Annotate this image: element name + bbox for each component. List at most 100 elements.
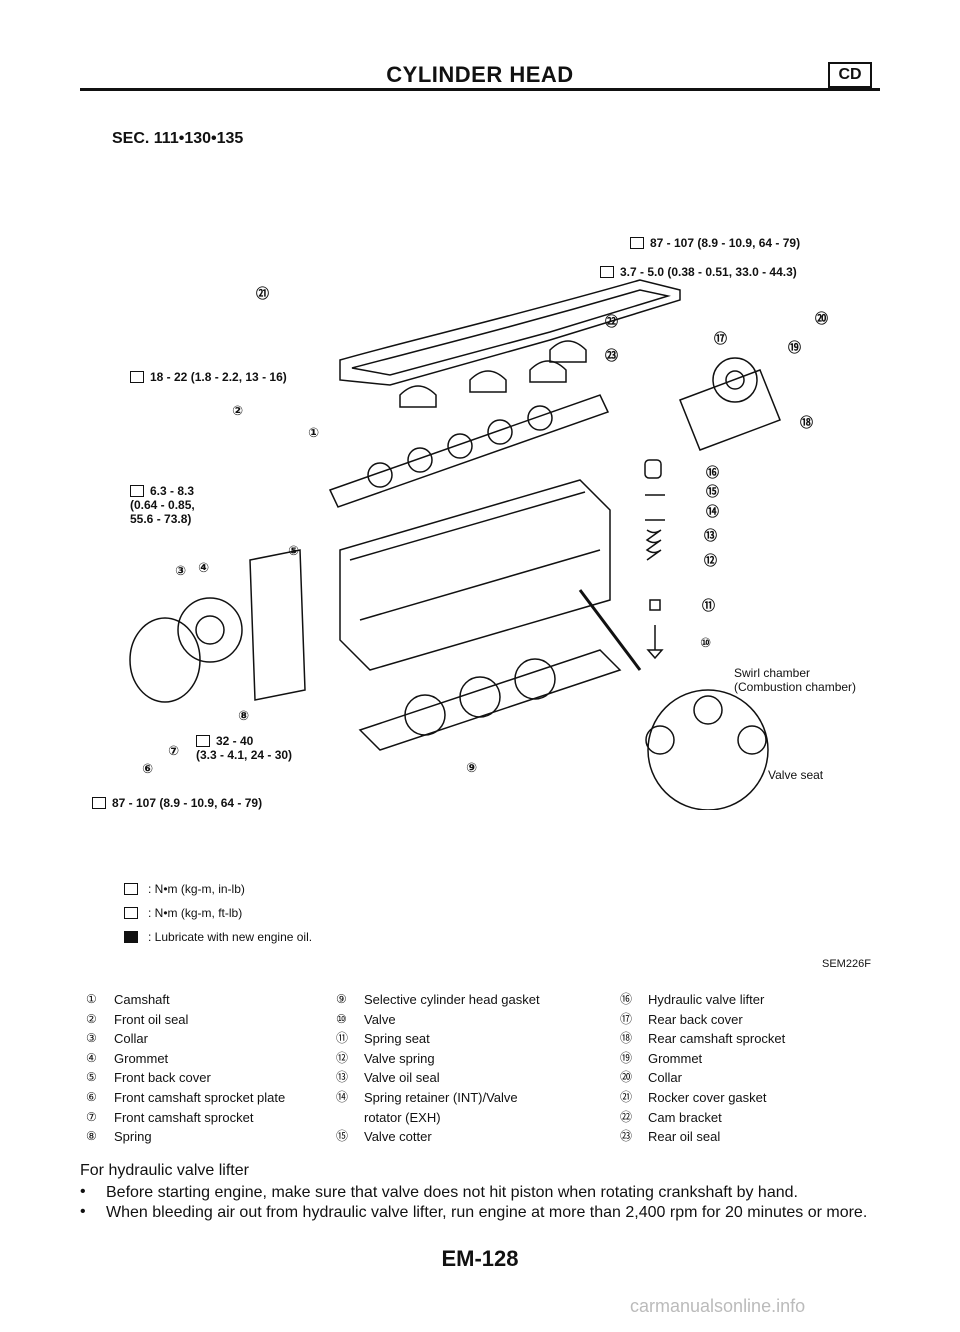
- part-name: Camshaft: [114, 992, 170, 1007]
- swirl-chamber-detail-shape: [647, 689, 769, 810]
- svg-text:⑨: ⑨: [466, 761, 477, 776]
- part-number: ⑮: [336, 1129, 349, 1144]
- part-number: ⑰: [620, 1011, 633, 1026]
- figure-code: SEM226F: [822, 958, 871, 970]
- part-number: ①: [86, 992, 97, 1006]
- legend-lubricate: : Lubricate with new engine oil.: [124, 930, 312, 944]
- part-number: ③: [86, 1031, 97, 1046]
- part-number: ⑧: [86, 1129, 97, 1144]
- oil-can-icon: [124, 931, 138, 943]
- valve-shape: [646, 625, 664, 660]
- part-name: Hydraulic valve lifter: [648, 992, 765, 1007]
- part-name: Rocker cover gasket: [648, 1089, 767, 1105]
- rocker-cover-gasket-shape: [339, 279, 681, 386]
- svg-text:⑫: ⑫: [704, 553, 717, 569]
- part-number: ㉒: [620, 1109, 633, 1124]
- part-name: Collar: [114, 1031, 148, 1047]
- part-item: ⑬ Valve oil seal: [336, 1068, 616, 1088]
- part-number: ⑯: [620, 992, 633, 1006]
- part-name: Spring: [114, 1129, 152, 1145]
- hydraulic-note-heading: For hydraulic valve lifter: [80, 1162, 249, 1179]
- part-number: ⑲: [620, 1050, 633, 1065]
- part-name: Cam bracket: [648, 1109, 722, 1125]
- part-number: ④: [86, 1050, 97, 1065]
- part-number: ⑨: [336, 992, 347, 1006]
- svg-text:⑱: ⑱: [800, 415, 813, 431]
- part-item: ⑱ Rear camshaft sprocket: [620, 1029, 880, 1049]
- torque-spec-rear-sprocket: 87 - 107 (8.9 - 10.9, 64 - 79): [630, 236, 800, 250]
- part-name: Collar: [648, 1070, 682, 1086]
- svg-text:⑬: ⑬: [704, 528, 717, 544]
- svg-text:⑤: ⑤: [288, 544, 299, 559]
- part-name: Spring seat: [364, 1031, 430, 1047]
- svg-text:㉓: ㉓: [605, 348, 618, 364]
- part-name: Rear camshaft sprocket: [648, 1031, 786, 1047]
- svg-text:⑲: ⑲: [788, 340, 801, 356]
- part-item: ① Camshaft: [86, 990, 346, 1010]
- torque-spec-rocker-cover: 3.7 - 5.0 (0.38 - 0.51, 33.0 - 44.3): [600, 265, 797, 279]
- front-camshaft-sprocket-shape: [177, 597, 243, 663]
- part-name: Grommet: [648, 1050, 703, 1066]
- part-number: ⑪: [336, 1031, 349, 1046]
- torque-ft-lb-icon: [196, 735, 210, 747]
- part-name: Valve oil seal: [364, 1070, 440, 1086]
- part-item: ㉒ Cam bracket: [620, 1108, 880, 1128]
- torque-spec-sprocket-plate: 32 - 40 (3.3 - 4.1, 24 - 30): [196, 734, 293, 762]
- torque-ft-lb-icon: [92, 797, 106, 809]
- part-number: ㉓: [620, 1129, 633, 1144]
- section-code: SEC. 111•130•135: [112, 130, 244, 147]
- svg-text:⑭: ⑭: [706, 504, 719, 520]
- part-name: Valve cotter: [364, 1129, 432, 1145]
- svg-text:⑥: ⑥: [142, 762, 153, 777]
- header-rule: [80, 88, 880, 91]
- part-name: Front back cover: [114, 1070, 211, 1086]
- legend-in-lb: : N•m (kg-m, in-lb): [124, 882, 245, 896]
- svg-text:③: ③: [175, 564, 186, 579]
- part-name: Selective cylinder head gasket: [364, 992, 540, 1007]
- part-name: Valve: [364, 1011, 396, 1027]
- engine-code-badge: CD: [828, 62, 872, 88]
- part-item: ⑩ Valve: [336, 1010, 616, 1030]
- torque-ft-lb-icon: [124, 907, 138, 919]
- head-gasket-shape: [358, 649, 622, 751]
- svg-text:②: ②: [232, 404, 243, 419]
- svg-text:⑰: ⑰: [714, 331, 727, 347]
- part-name: Rear back cover: [648, 1011, 743, 1027]
- part-name: Front oil seal: [114, 1011, 189, 1027]
- swirl-chamber-label: Swirl chamber (Combustion chamber): [734, 666, 857, 694]
- valve-seat-label: Valve seat: [768, 768, 824, 782]
- torque-spec-front-cover: 6.3 - 8.3 (0.64 - 0.85, 55.6 - 73.8): [130, 484, 195, 526]
- page-number: EM-128: [441, 1246, 519, 1271]
- parts-list-column-2: ⑨ Selective cylinder head gasket ⑩ Valve ⑪ Sp…: [336, 990, 616, 1147]
- torque-spec-cam-bracket: 18 - 22 (1.8 - 2.2, 13 - 16): [130, 370, 287, 384]
- part-number: ⑱: [620, 1031, 633, 1046]
- parts-list-column-3: ⑯ Hydraulic valve lifter ⑰ Rear back cover ⑱…: [620, 990, 880, 1147]
- torque-in-lb-icon: [600, 266, 614, 278]
- camshaft-shape: [328, 394, 610, 508]
- svg-text:㉒: ㉒: [605, 314, 618, 330]
- svg-text:⑩: ⑩: [700, 636, 711, 651]
- svg-text:⑳: ⑳: [815, 311, 828, 327]
- torque-in-lb-icon: [124, 883, 138, 895]
- torque-ft-lb-icon: [130, 371, 144, 383]
- part-item: ⑯ Hydraulic valve lifter: [620, 990, 880, 1010]
- hydraulic-note-bullet: •Before starting engine, make sure that …: [80, 1183, 798, 1201]
- part-item: ⑪ Spring seat: [336, 1029, 616, 1049]
- part-item: ③ Collar: [86, 1029, 346, 1049]
- svg-text:⑮: ⑮: [706, 484, 719, 500]
- part-number: ⑬: [336, 1070, 349, 1085]
- torque-ft-lb-icon: [630, 237, 644, 249]
- part-name: Spring retainer (INT)/Valve rotator (EXH…: [364, 1089, 518, 1125]
- svg-text:④: ④: [198, 561, 209, 576]
- part-number: ⑳: [620, 1070, 633, 1085]
- svg-text:①: ①: [308, 426, 319, 441]
- part-number: ⑫: [336, 1050, 349, 1065]
- part-number: ⑩: [336, 1011, 347, 1026]
